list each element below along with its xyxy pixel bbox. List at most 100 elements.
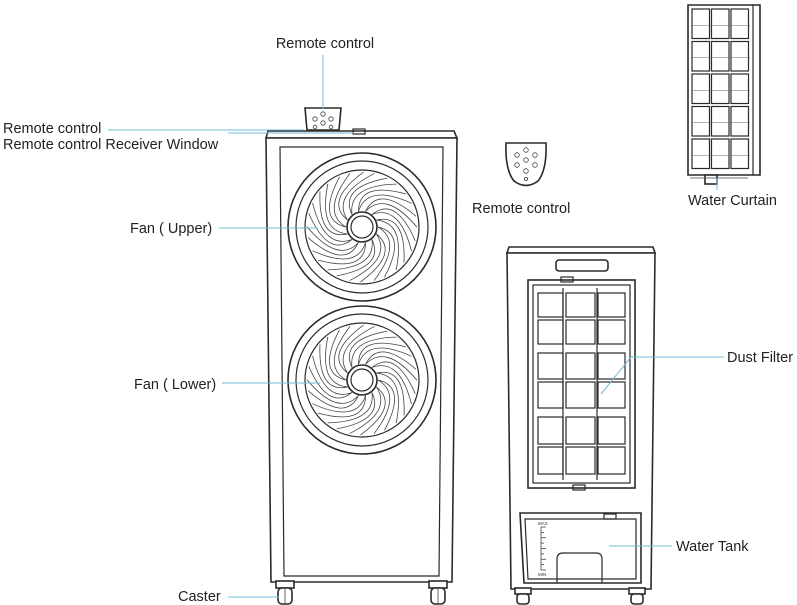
fan-blade-edge	[312, 242, 366, 260]
fan-blade-edge	[312, 395, 366, 413]
filter-cell	[565, 381, 596, 409]
fan-blade-edge	[349, 233, 382, 281]
fan-blade	[360, 233, 386, 283]
fan-blade	[307, 237, 359, 256]
filter-cell	[597, 352, 626, 380]
filter-cell	[597, 292, 626, 318]
fan-blade	[377, 226, 395, 278]
curtain-cell	[710, 73, 730, 105]
fan-blade	[336, 239, 376, 277]
fan-blade-edge	[333, 326, 351, 381]
curtain-cell	[730, 73, 750, 105]
fan-blade	[336, 392, 376, 430]
fan-blade-edge	[371, 212, 412, 252]
label-remote-control-top: Remote control	[276, 36, 374, 52]
caster-rear-left	[514, 587, 532, 605]
fan-blade-edge	[365, 356, 418, 381]
filter-cell	[597, 416, 626, 445]
filter-cell	[565, 292, 596, 318]
fan-blade-edge	[376, 372, 399, 424]
fan-blade-edge	[342, 173, 375, 221]
label-remote-control-left: Remote control	[3, 121, 101, 137]
fan-blade-edge	[351, 336, 397, 368]
fan-blade-edge	[327, 239, 373, 271]
remote-on-top	[304, 107, 342, 131]
curtain-cell	[691, 105, 711, 137]
front-unit	[264, 107, 459, 605]
fan-blade-edge	[312, 355, 353, 395]
fan-blade-edge	[373, 226, 391, 281]
handle	[555, 259, 609, 272]
fan-blade-edge	[312, 202, 353, 242]
curtain-cell	[730, 8, 750, 40]
fan-blade-edge	[327, 392, 373, 424]
label-remote-control-middle: Remote control	[472, 201, 570, 217]
curtain-cell	[691, 138, 711, 170]
curtain-cell	[730, 40, 750, 72]
fan-blade	[329, 329, 347, 381]
water-curtain	[687, 4, 761, 185]
fan-blade	[348, 330, 388, 368]
fan-blade-edge	[373, 379, 391, 434]
curtain-cell	[691, 8, 711, 40]
curtain-cell	[730, 105, 750, 137]
fan-blade	[358, 189, 407, 212]
fan-blade-edge	[306, 226, 359, 251]
fan-blade-edge	[358, 347, 412, 365]
caster-rear-right	[628, 587, 646, 605]
leader-dust-filter	[600, 356, 724, 395]
fan-blade-edge	[349, 386, 382, 434]
fan-blade-edge	[342, 326, 375, 374]
label-water-curtain: Water Curtain	[688, 193, 777, 209]
curtain-cell	[730, 138, 750, 170]
fan-blade	[376, 218, 405, 263]
tank-min-label: MIN	[538, 572, 546, 577]
fan-blade-edge	[325, 183, 348, 235]
label-water-tank: Water Tank	[676, 539, 749, 555]
fan-blade	[358, 342, 407, 365]
fan-blade-edge	[351, 183, 397, 215]
fan-lower	[287, 305, 437, 455]
filter-cell	[565, 446, 596, 475]
remote-control-standalone	[505, 142, 547, 187]
fan-blade-edge	[371, 365, 412, 405]
fan-blade	[308, 213, 353, 246]
label-fan-upper: Fan ( Upper)	[130, 221, 212, 237]
fan-blade-edge	[333, 173, 351, 228]
fan-blade-edge	[325, 336, 348, 388]
fan-blade	[371, 361, 416, 394]
label-dust-filter: Dust Filter	[727, 350, 793, 366]
fan-blade	[338, 171, 364, 221]
label-receiver-window: Remote control Receiver Window	[3, 137, 219, 153]
fan-blade	[376, 371, 405, 416]
caster-front-left	[275, 580, 295, 605]
fan-blade	[319, 191, 348, 236]
fan-upper	[287, 152, 437, 302]
fan-blade	[377, 379, 395, 431]
fan-blade	[317, 395, 366, 418]
filter-cell	[597, 381, 626, 409]
filter-cell	[597, 446, 626, 475]
fan-blade-edge	[365, 203, 418, 228]
filter-cell	[565, 319, 596, 345]
fan-blade-edge	[376, 219, 399, 271]
curtain-cell	[710, 8, 730, 40]
fan-blade	[338, 324, 364, 374]
fan-blade-edge	[306, 379, 359, 404]
fan-blade	[365, 351, 417, 370]
fan-blade	[317, 242, 366, 265]
filter-cell	[565, 416, 596, 445]
water-tank: MAX MIN	[519, 512, 642, 584]
fan-blade	[360, 386, 386, 436]
fan-blade	[329, 176, 347, 228]
curtain-cell	[710, 40, 730, 72]
leader-lines	[108, 55, 724, 598]
labels: Remote control Remote control Remote con…	[3, 36, 793, 605]
fan-blade	[319, 344, 348, 389]
fan-blade	[371, 208, 416, 241]
filter-cell	[597, 319, 626, 345]
fan-blade	[348, 177, 388, 215]
filter-cell	[565, 352, 596, 380]
fan-blade	[307, 390, 359, 409]
